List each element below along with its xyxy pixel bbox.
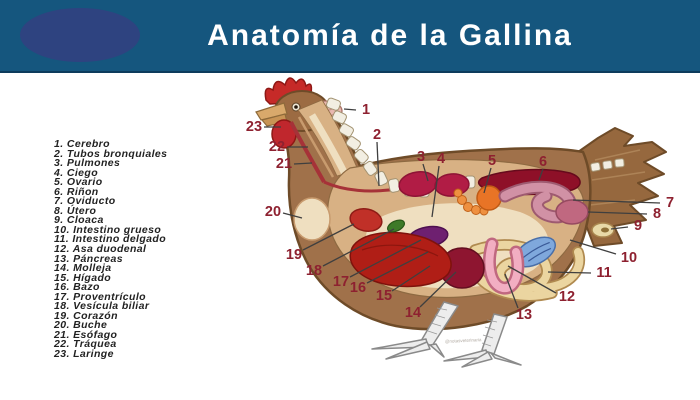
- cloaca-opening: [601, 227, 609, 233]
- uterus-shape: [555, 199, 589, 225]
- cecum-veins: [521, 241, 552, 262]
- diagram-label-18: 18: [306, 263, 322, 279]
- legend-item-14: 14. Molleja: [54, 262, 112, 275]
- crop-shape: [293, 197, 331, 241]
- legend-item-5: 5. Ovario: [54, 176, 103, 189]
- callout-line-16: [366, 251, 429, 284]
- eye-pupil-shape: [294, 105, 298, 109]
- tail-feather-streaks: [589, 149, 646, 206]
- diagram-label-20: 20: [265, 204, 281, 220]
- leg-rear-toe-back: [490, 352, 522, 366]
- diagram-label-15: 15: [376, 288, 392, 304]
- legs-group: [371, 301, 522, 368]
- legend-item-6: 6. Riñon: [54, 185, 99, 198]
- duodenum-shape: [485, 240, 522, 293]
- leg-hatching: [427, 307, 498, 347]
- leg-front-toe-2: [385, 341, 431, 360]
- diagram-label-19: 19: [286, 247, 302, 263]
- diagram-label-12: 12: [559, 289, 575, 305]
- intestines-group: [469, 239, 586, 302]
- callout-line-12: [507, 265, 557, 294]
- legend-item-18: 18. Vesícula biliar: [54, 300, 150, 313]
- legend-item-10: 10. Intestino grueso: [54, 223, 162, 236]
- callout-line-3: [422, 163, 429, 182]
- legend-item-23: 23. Laringe: [54, 348, 114, 361]
- callout-line-15: [391, 265, 431, 292]
- diagram-label-11: 11: [596, 265, 611, 281]
- callout-line-6: [538, 168, 544, 181]
- callout-line-10: [569, 239, 617, 255]
- diagram-label-9: 9: [634, 218, 642, 234]
- callout-line-13: [504, 273, 519, 309]
- legend-item-2: 2. Tubos bronquiales: [54, 147, 168, 160]
- callout-line-14: [419, 271, 457, 308]
- diagram-label-3: 3: [417, 149, 425, 165]
- legend-item-1: 1. Cerebro: [54, 138, 110, 150]
- diagram-label-2: 2: [373, 127, 381, 143]
- callout-line-18: [322, 228, 395, 267]
- legend-item-12: 12. Asa duodenal: [54, 243, 147, 256]
- gallbladder-shape: [386, 219, 406, 233]
- diagram-label-10: 10: [621, 250, 637, 266]
- diagram-label-13: 13: [516, 307, 532, 323]
- legend-item-9: 9. Cloaca: [54, 214, 104, 227]
- callout-line-2: [376, 141, 380, 187]
- legend-item-11: 11. Intestino delgado: [54, 233, 167, 246]
- diagram-label-21: 21: [276, 156, 292, 172]
- legend-item-17: 17. Proventrículo: [54, 290, 146, 303]
- legend-item-16: 16. Bazo: [54, 281, 100, 294]
- callout-line-4: [431, 165, 440, 218]
- diagram-label-5: 5: [488, 153, 496, 169]
- diagram-label-4: 4: [437, 151, 445, 167]
- neck-cream-band: [308, 113, 349, 176]
- leg-rear-toe-2: [461, 351, 493, 368]
- trachea-shape: [289, 121, 326, 183]
- callout-line-9: [610, 226, 629, 230]
- watermark-text: @notasveterinaria: [445, 337, 482, 344]
- callout-line-11: [547, 271, 592, 274]
- diagram-label-6: 6: [539, 154, 547, 170]
- diagram-label-22: 22: [269, 139, 285, 155]
- callout-line-20: [282, 212, 303, 219]
- diagram-label-1: 1: [362, 102, 370, 118]
- legend-item-8: 8. Útero: [54, 204, 97, 217]
- legend-item-21: 21. Esófago: [54, 328, 118, 341]
- diagram-label-7: 7: [666, 195, 674, 211]
- leg-front-toe-back: [429, 343, 445, 358]
- heart-shape: [349, 207, 383, 233]
- header-oval-decoration: [20, 8, 140, 62]
- diagram-label-14: 14: [405, 305, 421, 321]
- esophagus-shape: [297, 116, 335, 178]
- legend-item-4: 4. Ciego: [54, 166, 99, 179]
- legend-item-22: 22. Tráquea: [54, 338, 117, 351]
- diagram-label-8: 8: [653, 206, 661, 222]
- callout-line-5: [483, 167, 492, 194]
- callout-line-7: [572, 199, 661, 204]
- legend-item-7: 7. Oviducto: [54, 195, 116, 208]
- callout-line-1: [343, 108, 357, 111]
- callout-line-21: [293, 162, 313, 165]
- tail-feathers-shape: [577, 127, 667, 247]
- diagram-label-23: 23: [246, 119, 262, 135]
- callout-line-8: [587, 211, 648, 215]
- diagram-label-17: 17: [333, 274, 349, 290]
- legend-item-3: 3. Pulmones: [54, 157, 121, 170]
- page-title: Anatomía de la Gallina: [207, 18, 573, 52]
- legend-item-15: 15. Hígado: [54, 271, 112, 284]
- diagram-label-16: 16: [350, 280, 366, 296]
- legend-item-13: 13. Páncreas: [54, 252, 124, 265]
- ovary-shape: [453, 185, 502, 216]
- legend-item-19: 19. Corazón: [54, 309, 118, 322]
- callout-line-17: [349, 239, 422, 278]
- callout-line-19: [302, 223, 355, 251]
- liver-lobe-line: [361, 244, 439, 257]
- legend-item-20: 20. Buche: [54, 319, 108, 332]
- header-banner: Anatomía de la Gallina: [0, 0, 700, 73]
